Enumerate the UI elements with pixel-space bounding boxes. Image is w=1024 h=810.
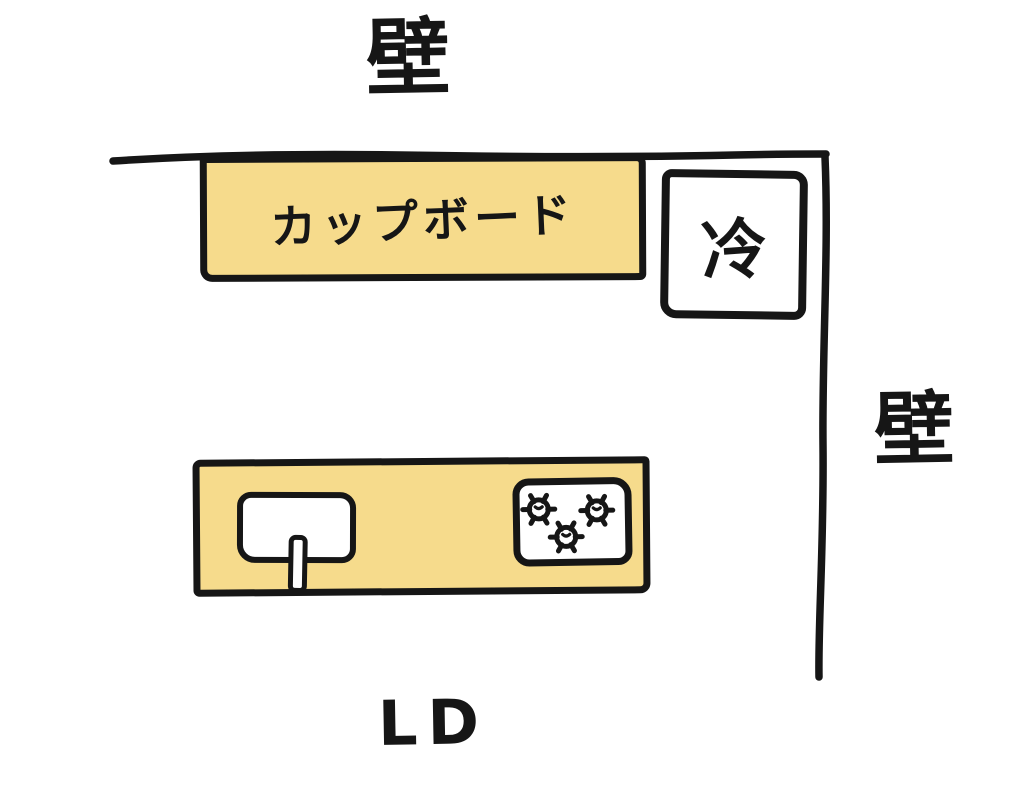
stove-burners-icon [519, 484, 625, 560]
room-label: LD [377, 685, 490, 760]
right-wall-line [815, 153, 830, 681]
right-wall-label: 壁 [873, 382, 955, 477]
faucet-icon [287, 534, 308, 594]
cupboard-label: カップボード [269, 187, 578, 255]
kitchen-counter [192, 456, 651, 597]
burner-icon [550, 523, 582, 551]
stove [512, 476, 633, 567]
refrigerator: 冷 [659, 168, 809, 321]
burner-icon [581, 496, 613, 524]
refrigerator-label: 冷 [698, 209, 771, 291]
cupboard: カップボード [199, 154, 647, 282]
top-wall-label: 壁 [365, 8, 451, 108]
burner-icon [523, 495, 555, 523]
